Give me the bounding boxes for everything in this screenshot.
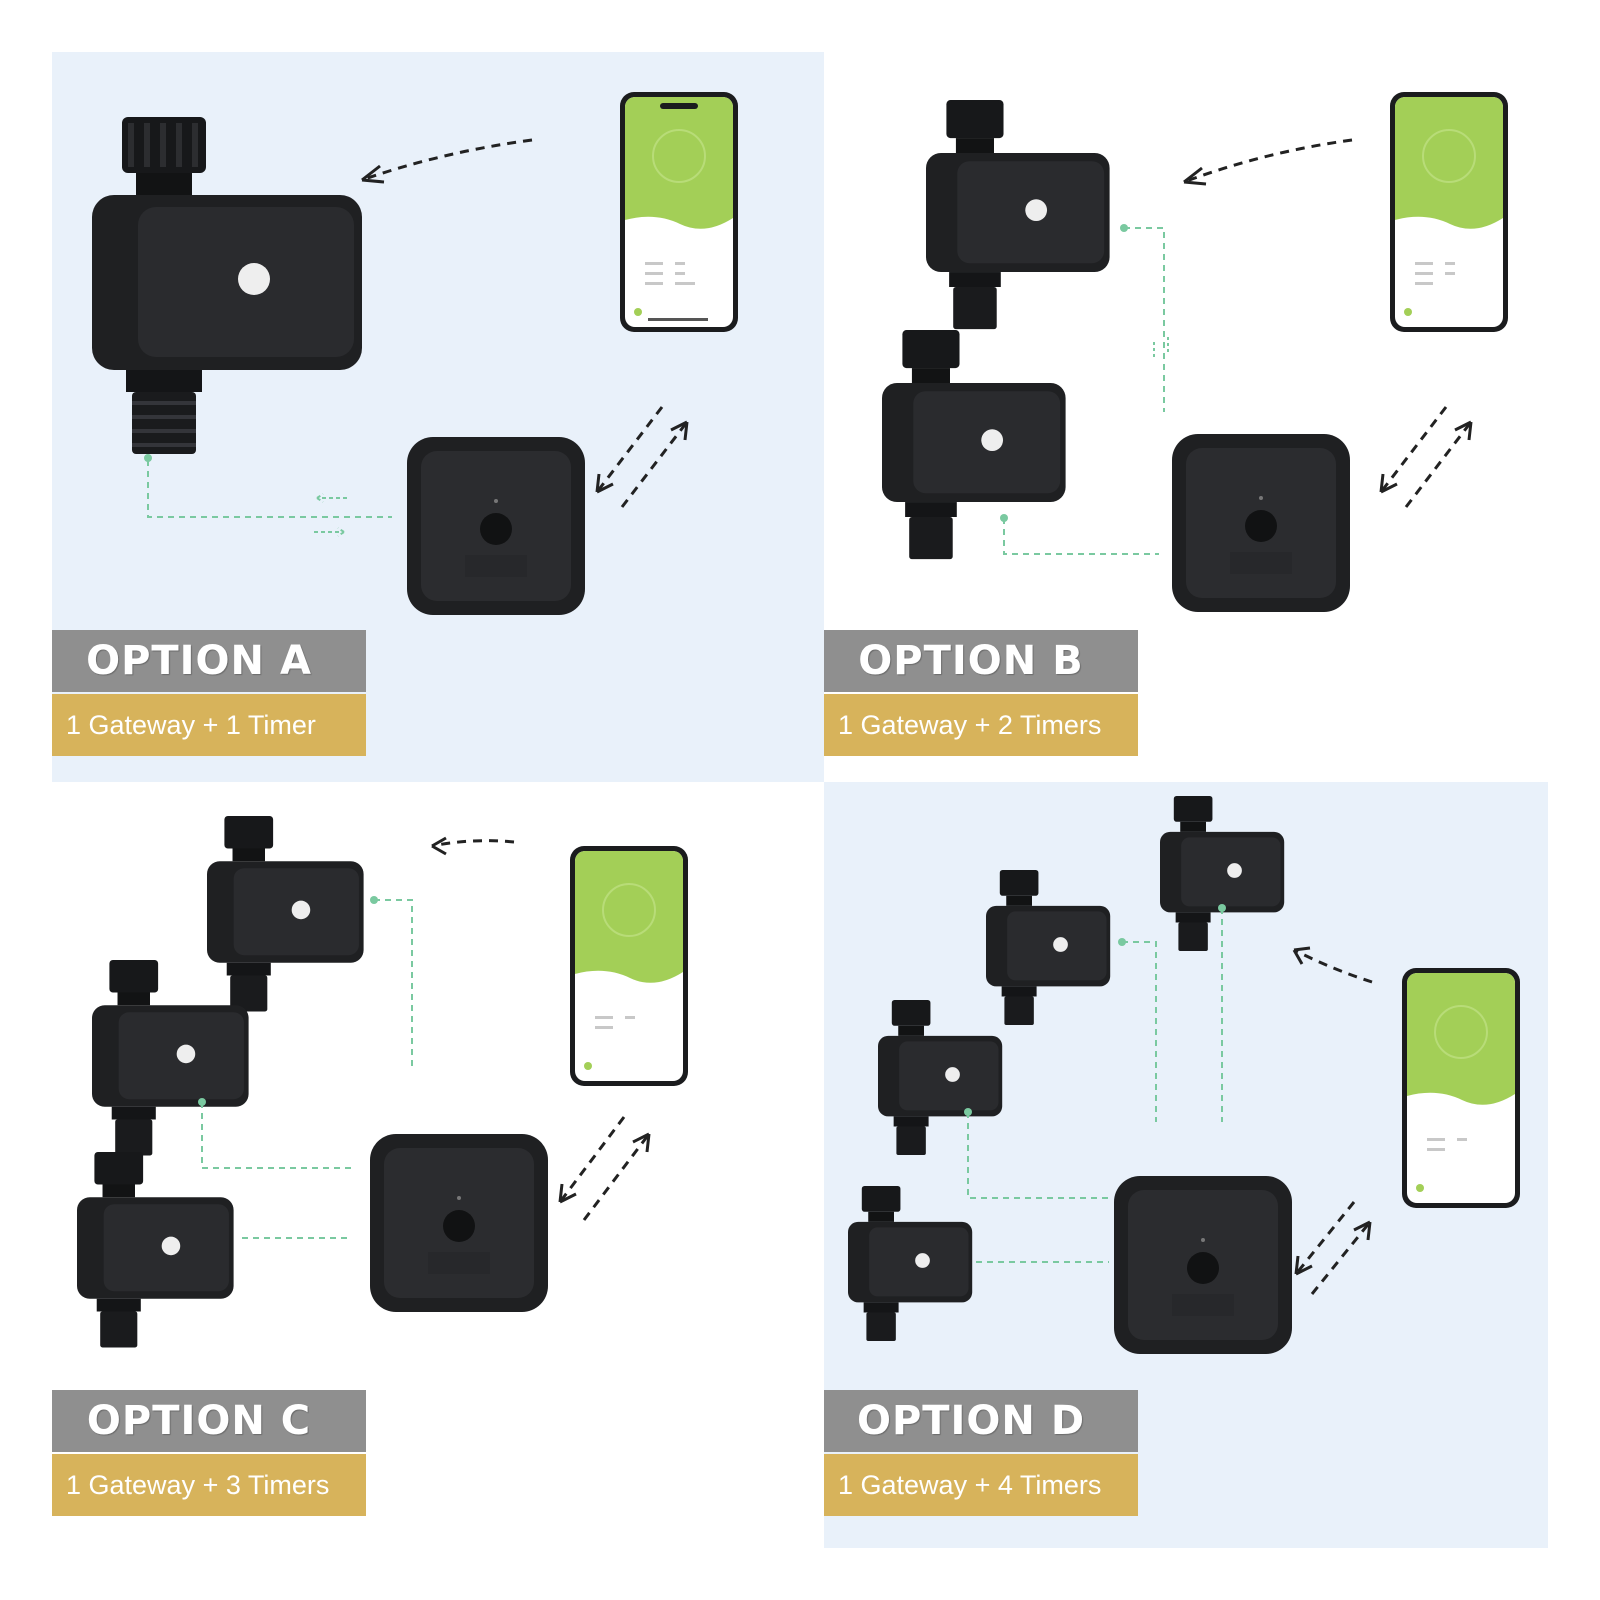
water-timer-icon — [92, 960, 249, 1156]
gateway-hub-icon — [370, 1134, 548, 1312]
dashed-arrow-icon — [1379, 406, 1448, 493]
option-title: OPTION C — [52, 1390, 366, 1452]
gateway-link — [964, 904, 1226, 1263]
option-c-panel: OPTION C 1 Gateway + 3 Timers — [52, 782, 824, 1548]
water-timer-icon — [878, 1000, 1003, 1156]
smartphone-app-icon — [620, 92, 738, 332]
water-timer-icon — [848, 1186, 973, 1342]
option-d-diagram — [848, 796, 1520, 1354]
dashed-arrow-icon — [1310, 1221, 1372, 1295]
water-timer-icon — [926, 100, 1110, 330]
dashed-arrow-icon — [361, 138, 533, 182]
option-a-diagram — [92, 92, 738, 615]
gateway-link — [198, 896, 413, 1239]
option-subtitle: 1 Gateway + 3 Timers — [52, 1454, 366, 1516]
gateway-hub-icon — [1114, 1176, 1292, 1354]
water-timer-icon — [986, 870, 1111, 1026]
water-timer-icon — [92, 117, 362, 454]
gateway-hub-icon — [407, 437, 585, 615]
option-b-panel: OPTION B 1 Gateway + 2 Timers — [824, 52, 1548, 782]
option-d-panel: OPTION D 1 Gateway + 4 Timers — [824, 782, 1548, 1548]
water-timer-icon — [77, 1152, 234, 1348]
dashed-arrow-icon — [582, 1133, 651, 1221]
smartphone-app-icon — [1402, 968, 1520, 1208]
smartphone-app-icon — [570, 846, 688, 1086]
option-subtitle: 1 Gateway + 2 Timers — [824, 694, 1138, 756]
dashed-arrow-icon — [620, 421, 689, 508]
gateway-link — [1000, 224, 1169, 555]
dashed-arrow-icon — [595, 406, 664, 493]
option-b-diagram — [882, 92, 1508, 612]
dashed-arrow-icon — [1183, 138, 1353, 184]
water-timer-icon — [1160, 796, 1285, 952]
option-c-diagram — [77, 816, 688, 1348]
option-title: OPTION A — [52, 630, 366, 692]
water-timer-icon — [207, 816, 364, 1012]
option-title: OPTION B — [824, 630, 1138, 692]
dashed-arrow-icon — [1293, 948, 1373, 984]
dashed-arrow-icon — [1294, 1201, 1356, 1275]
water-timer-icon — [882, 330, 1066, 560]
dashed-arrow-icon — [558, 1116, 626, 1203]
option-title: OPTION D — [824, 1390, 1138, 1452]
smartphone-app-icon — [1390, 92, 1508, 332]
gateway-link — [144, 454, 392, 537]
option-subtitle: 1 Gateway + 1 Timer — [52, 694, 366, 756]
gateway-hub-icon — [1172, 434, 1350, 612]
option-a-panel: OPTION A 1 Gateway + 1 Timer — [52, 52, 824, 782]
dashed-arrow-icon — [431, 839, 515, 848]
option-subtitle: 1 Gateway + 4 Timers — [824, 1454, 1138, 1516]
dashed-arrow-icon — [1404, 421, 1473, 508]
